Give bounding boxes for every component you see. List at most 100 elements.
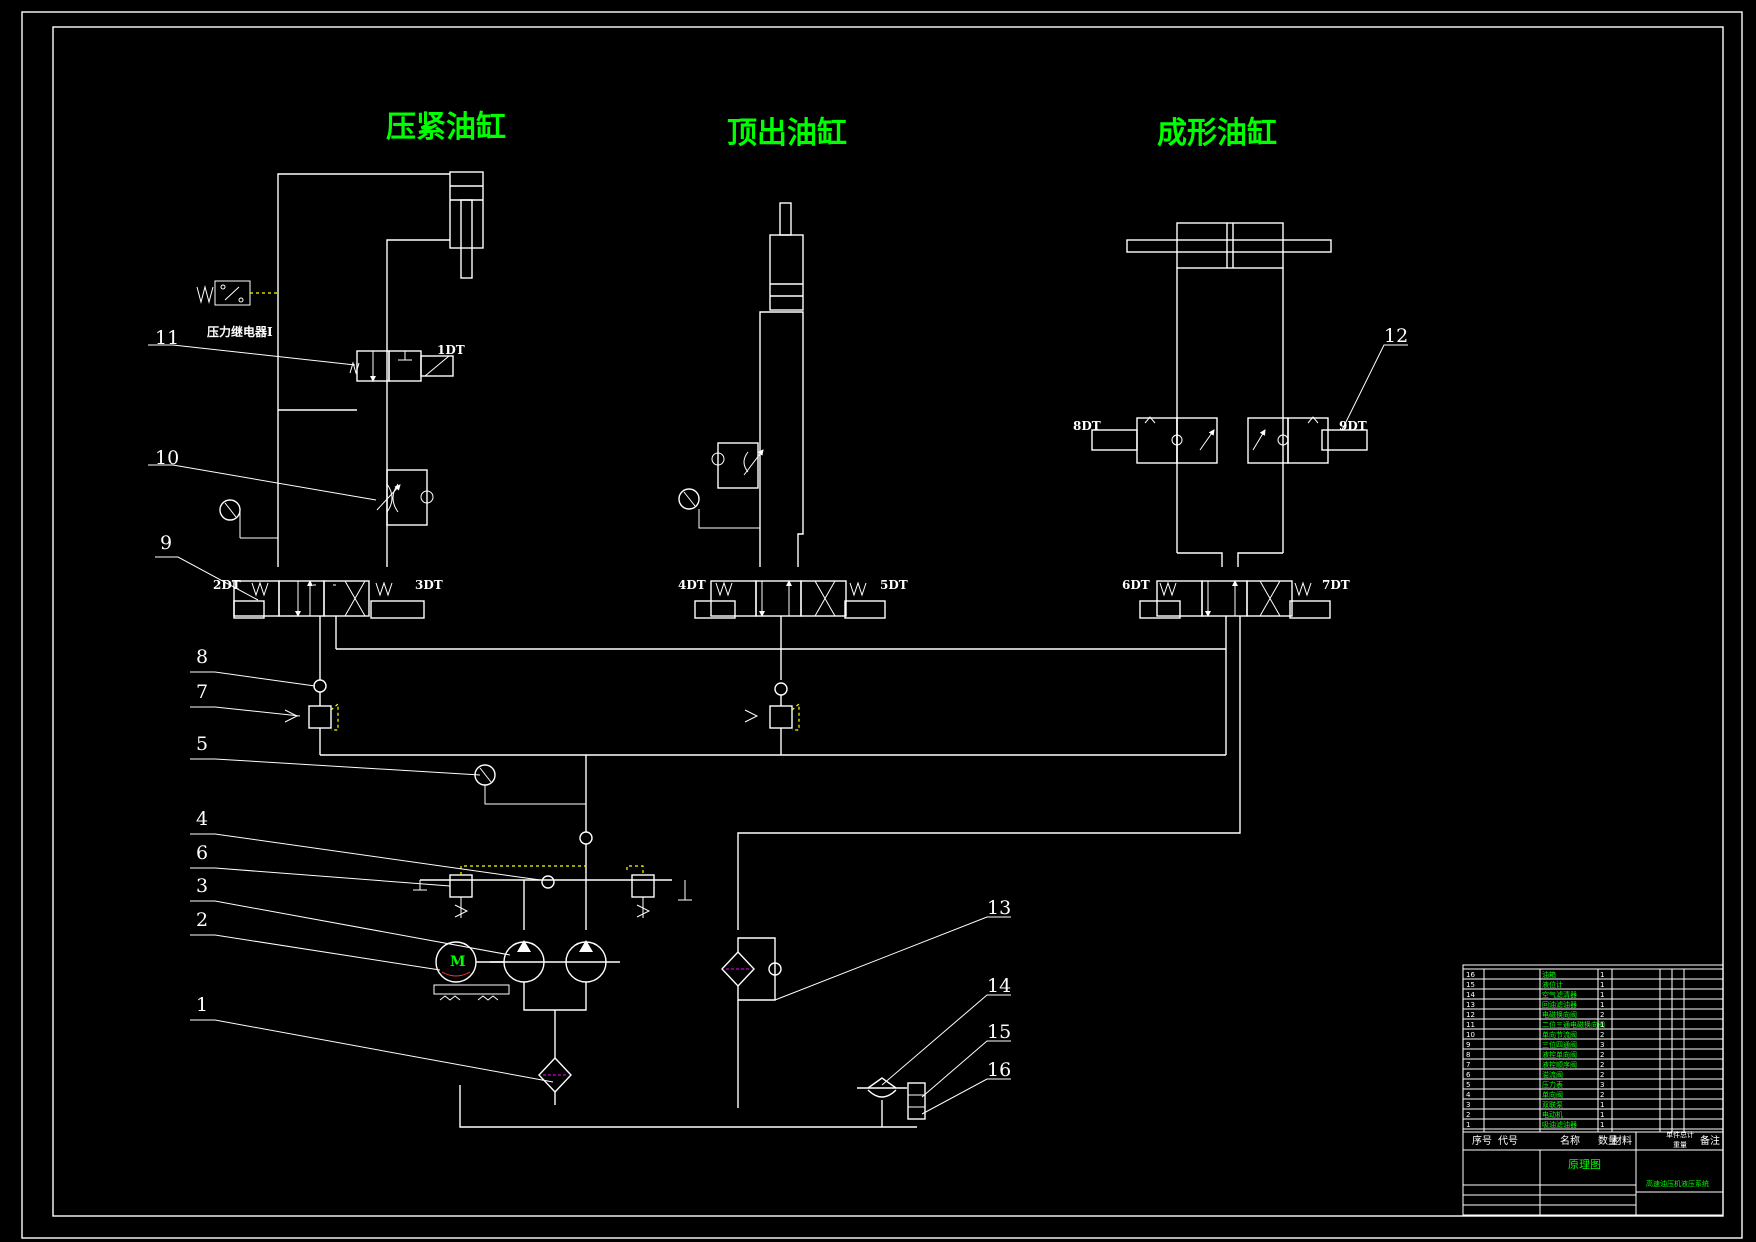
svg-text:9DT: 9DT (1339, 419, 1367, 433)
table-cell: 压力表 (1542, 1080, 1563, 1089)
table-cell: 6 (1466, 1071, 1471, 1079)
table-cell: 16 (1466, 971, 1475, 979)
ejector-pressure-gauge (678, 488, 700, 510)
table-cell: 单向阀 (1542, 1090, 1563, 1099)
table-cell: 8 (1466, 1051, 1470, 1059)
table-cell: 油箱 (1542, 970, 1556, 979)
table-cell: 吸油滤油器 (1542, 1120, 1577, 1129)
sequence-valve-7 (308, 705, 332, 729)
check-valve-8 (313, 679, 327, 693)
svg-text:重量: 重量 (1673, 1141, 1687, 1149)
svg-text:2DT: 2DT (213, 578, 241, 592)
table-cell: 2 (1600, 1061, 1604, 1069)
table-cell: 1 (1600, 1001, 1604, 1009)
ejector-throttle-valve (717, 442, 759, 489)
table-cell: 回油滤油器 (1542, 1000, 1577, 1009)
svg-text:2: 2 (196, 909, 208, 931)
table-cell: 12 (1466, 1011, 1475, 1019)
table-cell: 2 (1600, 1051, 1604, 1059)
table-cell: 液位计 (1542, 980, 1563, 989)
svg-text:3: 3 (196, 875, 208, 897)
forming-circuit: 8DT 9DT 6DT 7DT (737, 222, 1368, 930)
svg-text:代号: 代号 (1498, 1135, 1518, 1147)
table-cell: 14 (1466, 991, 1475, 999)
svg-text:12: 12 (1384, 325, 1408, 347)
svg-text:6: 6 (196, 842, 208, 864)
svg-text:总计: 总计 (1680, 1130, 1694, 1139)
table-cell: 溢流阀 (1542, 1070, 1563, 1079)
table-cell: 1 (1600, 1101, 1604, 1109)
table-cell: 3 (1600, 1041, 1604, 1049)
table-cell: 5 (1466, 1081, 1470, 1089)
table-cell: 15 (1466, 981, 1475, 989)
svg-text:14: 14 (987, 975, 1011, 997)
table-cell: 10 (1466, 1031, 1475, 1039)
svg-text:9: 9 (160, 532, 172, 554)
svg-text:10: 10 (155, 447, 179, 469)
table-cell: 电动机 (1542, 1110, 1563, 1119)
svg-text:4: 4 (196, 808, 208, 830)
level-gauge-15 (907, 1082, 926, 1120)
table-cell: 空气滤清器 (1542, 990, 1577, 999)
inner-border (52, 26, 1724, 1217)
svg-text:名称: 名称 (1560, 1134, 1580, 1147)
drawing-name: 原理图 (1568, 1158, 1601, 1171)
svg-text:序号: 序号 (1472, 1134, 1492, 1147)
project-name: 高速油压机液压系统 (1646, 1179, 1709, 1188)
table-cell: 电磁换向阀 (1542, 1010, 1577, 1019)
svg-text:7DT: 7DT (1322, 578, 1350, 592)
table-cell: 2 (1600, 1011, 1604, 1019)
svg-text:15: 15 (987, 1021, 1011, 1043)
table-cell: 1 (1600, 1121, 1604, 1129)
directional-valve-9: 2DT 3DT (213, 578, 443, 619)
table-cell: 液控顺序阀 (1542, 1060, 1577, 1069)
forming-cylinder-title: 成形油缸 (1157, 116, 1277, 151)
svg-text:3DT: 3DT (415, 578, 443, 592)
clamp-cylinder-title: 压紧油缸 (386, 110, 506, 145)
table-cell: 1 (1600, 981, 1604, 989)
forming-valve-left (1136, 417, 1178, 464)
svg-text:4DT: 4DT (678, 578, 706, 592)
table-cell: 4 (1466, 1091, 1471, 1099)
table-cell: 2 (1466, 1111, 1470, 1119)
svg-text:M: M (450, 954, 466, 970)
table-cell: 11 (1466, 1021, 1475, 1029)
table-cell: 9 (1466, 1041, 1470, 1049)
table-cell: 二位三通电磁换向阀 (1542, 1020, 1605, 1029)
table-cell: 7 (1466, 1061, 1470, 1069)
svg-text:7: 7 (196, 681, 208, 703)
svg-text:备注: 备注 (1700, 1134, 1720, 1147)
svg-text:5DT: 5DT (880, 578, 908, 592)
svg-text:1: 1 (196, 994, 208, 1016)
table-cell: 液控单向阀 (1542, 1050, 1577, 1059)
svg-text:13: 13 (987, 897, 1011, 919)
ejector-cylinder-title: 顶出油缸 (727, 116, 847, 151)
table-cell: 1 (1600, 1111, 1604, 1119)
svg-text:5: 5 (196, 733, 208, 755)
table-cell: 单向节流阀 (1542, 1030, 1577, 1039)
return-filter-13 (721, 937, 782, 1108)
check-valve-4 (541, 875, 555, 889)
svg-text:单件: 单件 (1666, 1130, 1680, 1139)
table-cell: 3 (1600, 1081, 1604, 1089)
outer-border (21, 11, 1743, 1239)
table-cell: 1 (1466, 1121, 1470, 1129)
table-cell: 13 (1466, 1001, 1475, 1009)
throttle-check-valve-10 (386, 469, 428, 526)
relief-valve-6 (449, 874, 473, 898)
air-breather-14 (857, 1077, 907, 1127)
table-cell: 1 (1600, 1021, 1604, 1029)
clamp-circuit: 压力继电器I 1DT (196, 171, 484, 755)
ejector-circuit: 4DT 5DT (678, 202, 908, 755)
table-cell: 3 (1466, 1101, 1470, 1109)
table-cell: 1 (1600, 991, 1604, 999)
pressure-relay-label: 压力继电器I (207, 324, 273, 339)
svg-text:8: 8 (196, 646, 208, 668)
forming-cylinder (1176, 222, 1284, 269)
svg-text:11: 11 (155, 327, 179, 349)
forming-directional-valve: 6DT 7DT (1122, 578, 1350, 619)
table-cell: 双联泵 (1542, 1100, 1563, 1109)
pump-circuit: M (413, 865, 692, 1105)
ejector-cylinder (769, 234, 804, 311)
